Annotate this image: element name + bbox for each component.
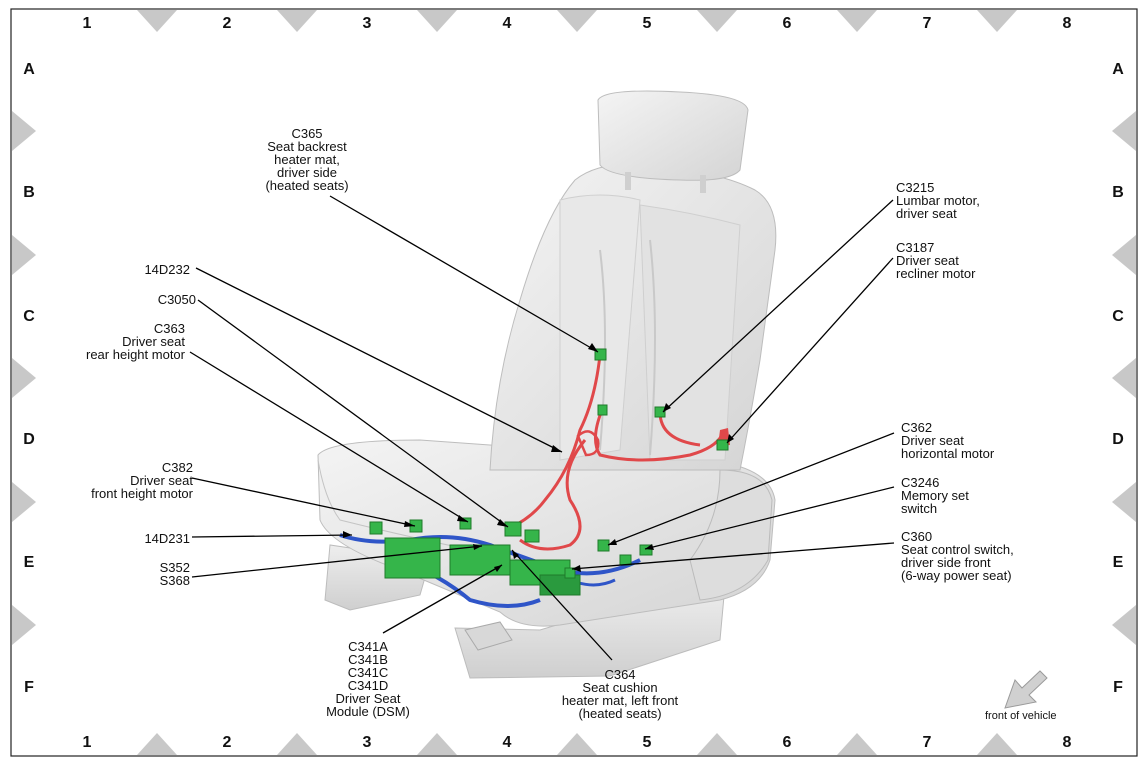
label-c382: C382 Driver seat front height motor	[91, 460, 193, 501]
label-c3187: C3187 Driver seat recliner motor	[896, 240, 976, 281]
grid-row-C-right: C	[1112, 308, 1124, 325]
grid-column-5-top: 5	[642, 15, 652, 32]
grid-tick-top-3	[417, 10, 457, 32]
grid-row-B-left: B	[23, 184, 35, 201]
label-14d232: 14D232	[144, 262, 190, 277]
label-14d231: 14D231	[144, 531, 190, 546]
grid-row-D-right: D	[1112, 431, 1124, 448]
label-c3246: C3246 Memory set switch	[901, 475, 969, 516]
diagram-border	[10, 8, 1138, 757]
grid-tick-bottom-4	[557, 733, 597, 755]
grid-column-4-bottom: 4	[502, 734, 512, 751]
grid-column-1-bottom: 1	[82, 734, 92, 751]
arrow-down-left-icon	[1004, 670, 1048, 709]
grid-row-A-right: A	[1112, 61, 1124, 78]
grid-column-4-top: 4	[502, 15, 512, 32]
grid-column-8-top: 8	[1062, 15, 1072, 32]
grid-tick-bottom-2	[277, 733, 317, 755]
grid-tick-top-1	[137, 10, 177, 32]
grid-column-6-bottom: 6	[782, 734, 792, 751]
grid-row-B-right: B	[1112, 184, 1124, 201]
label-s352-s368: S352 S368	[159, 560, 190, 588]
grid-row-E-left: E	[23, 554, 35, 571]
grid-column-7-top: 7	[922, 15, 932, 32]
grid-tick-top-2	[277, 10, 317, 32]
grid-tick-left-2	[12, 235, 36, 275]
grid-tick-bottom-5	[697, 733, 737, 755]
grid-tick-left-4	[12, 482, 36, 522]
grid-row-C-left: C	[23, 308, 35, 325]
grid-column-1-top: 1	[82, 15, 92, 32]
grid-tick-top-4	[557, 10, 597, 32]
grid-tick-marks	[12, 10, 1136, 755]
grid-row-E-right: E	[1112, 554, 1124, 571]
leader-lines	[189, 195, 895, 661]
grid-tick-top-7	[977, 10, 1017, 32]
grid-tick-top-5	[697, 10, 737, 32]
leader-arrowheads	[343, 343, 734, 572]
label-c363: C363 Driver seat rear height motor	[86, 321, 185, 362]
grid-column-3-top: 3	[362, 15, 372, 32]
label-c365: C365 Seat backrest heater mat, driver si…	[265, 126, 349, 193]
grid-row-D-left: D	[23, 431, 35, 448]
label-c362: C362 Driver seat horizontal motor	[901, 420, 995, 461]
label-c360: C360 Seat control switch, driver side fr…	[901, 529, 1014, 583]
grid-tick-right-4	[1112, 482, 1136, 522]
grid-column-3-bottom: 3	[362, 734, 372, 751]
grid-tick-right-2	[1112, 235, 1136, 275]
grid-row-A-left: A	[23, 61, 35, 78]
grid-tick-bottom-1	[137, 733, 177, 755]
grid-tick-right-5	[1112, 605, 1136, 645]
seat-illustration	[317, 90, 777, 679]
grid-tick-top-6	[837, 10, 877, 32]
grid-row-F-right: F	[1113, 679, 1123, 696]
grid-tick-bottom-3	[417, 733, 457, 755]
grid-tick-right-1	[1112, 111, 1136, 151]
front-of-vehicle-label: front of vehicle	[985, 710, 1057, 722]
label-c3050: C3050	[157, 292, 196, 307]
grid-column-2-bottom: 2	[222, 734, 232, 751]
label-c364: C364 Seat cushion heater mat, left front…	[561, 667, 679, 721]
grid-column-6-top: 6	[782, 15, 792, 32]
grid-row-F-left: F	[24, 679, 34, 696]
label-c341-dsm: C341A C341B C341C C341D Driver Seat Modu…	[326, 639, 410, 719]
grid-tick-bottom-7	[977, 733, 1017, 755]
label-c3215: C3215 Lumbar motor, driver seat	[896, 180, 980, 221]
grid-column-8-bottom: 8	[1062, 734, 1072, 751]
grid-tick-right-3	[1112, 358, 1136, 398]
grid-column-2-top: 2	[222, 15, 232, 32]
grid-tick-left-5	[12, 605, 36, 645]
grid-column-7-bottom: 7	[922, 734, 932, 751]
grid-tick-left-3	[12, 358, 36, 398]
grid-tick-bottom-6	[837, 733, 877, 755]
grid-tick-left-1	[12, 111, 36, 151]
grid-column-5-bottom: 5	[642, 734, 652, 751]
